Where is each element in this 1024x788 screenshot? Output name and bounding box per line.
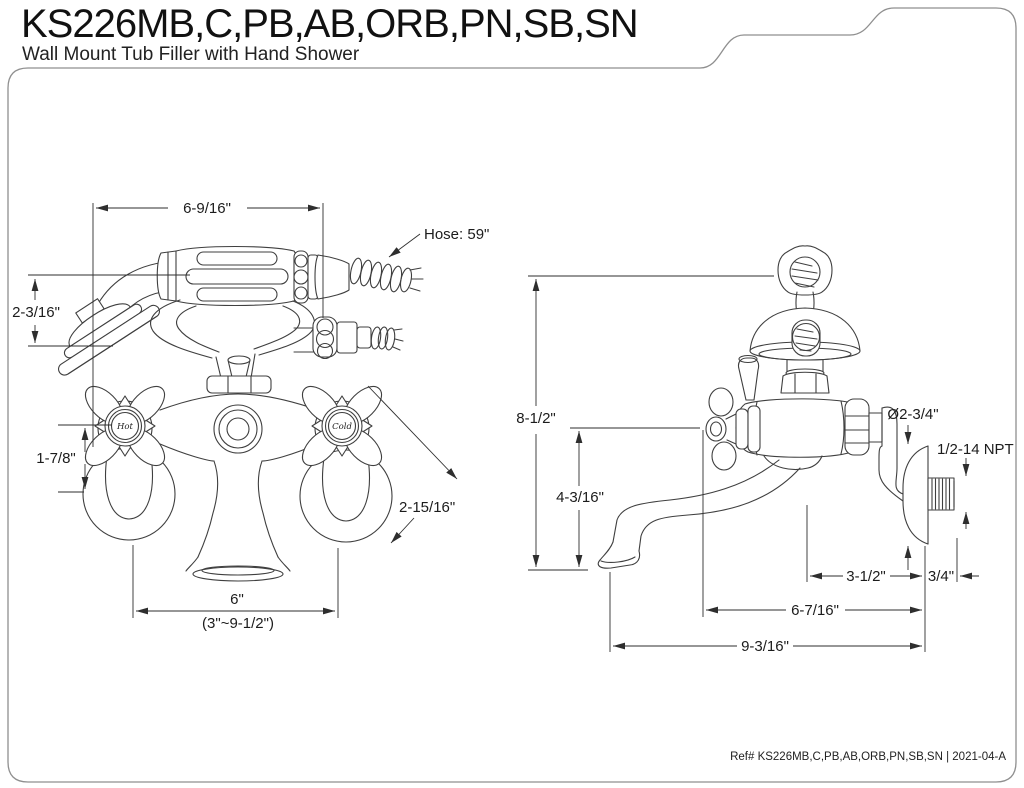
mount-nut — [780, 359, 830, 394]
cold-label: Cold — [332, 422, 352, 432]
dim-handle-centers-range: (3"~9-1/2") — [202, 615, 274, 632]
dim-grip-to-outlet: 6-9/16" — [183, 200, 231, 217]
dim-escutcheon-diameter: 2-15/16" — [399, 499, 455, 516]
diverter-knob-side — [737, 354, 760, 401]
cross-handle-side — [705, 387, 761, 471]
front-view-dimensions — [28, 203, 458, 618]
dim-wall-to-body: 3-1/2" — [846, 568, 886, 585]
tub-spout-side — [597, 459, 801, 569]
dim-wall-to-handle: 6-7/16" — [791, 602, 839, 619]
dim-thread-spec: 1/2-14 NPT — [937, 441, 1014, 458]
wall-mount-arm — [844, 398, 904, 502]
side-view — [597, 245, 955, 569]
front-view-dim-labels: 6-9/16" Hose: 59" 2-3/16" 1-7/8" 2-15/16… — [12, 200, 489, 632]
escutcheons-front — [82, 447, 393, 543]
dim-hose-length: Hose: 59" — [424, 226, 489, 243]
cold-handle: Cold — [301, 385, 383, 467]
reference-number: Ref# KS226MB,C,PB,AB,ORB,PN,SB,SN | 2021… — [730, 751, 1006, 763]
dim-center-to-spout: 4-3/16" — [556, 489, 604, 506]
diverter-knob-front — [206, 355, 272, 394]
page-title: KS226MB,C,PB,AB,ORB,PN,SB,SN — [21, 2, 639, 46]
side-view-dimensions — [528, 275, 979, 652]
sheet-border — [7, 7, 1017, 783]
tub-spout-front — [185, 460, 291, 582]
dim-handle-centers: 6" — [230, 591, 244, 608]
dim-head-offset: 2-3/16" — [12, 304, 60, 321]
hose-outlet — [293, 316, 404, 360]
hand-shower-head — [57, 298, 160, 376]
dim-nipple-length: 3/4" — [928, 568, 954, 585]
front-view: Hot Cold — [57, 245, 424, 582]
shower-hook — [791, 319, 821, 357]
dim-wall-to-spout: 9-3/16" — [741, 638, 789, 655]
hose-connector-top — [314, 254, 424, 300]
side-view-dim-labels: 8-1/2" 4-3/16" Ø2-3/4" 1/2-14 NPT 3-1/2"… — [513, 406, 1014, 655]
dim-overall-height: 8-1/2" — [516, 410, 556, 427]
hand-shower-grip — [156, 245, 319, 307]
dim-flange-diameter: Ø2-3/4" — [887, 406, 938, 423]
wall-flange — [902, 445, 955, 545]
hot-handle: Hot — [84, 385, 166, 467]
page-subtitle: Wall Mount Tub Filler with Hand Shower — [22, 44, 360, 65]
hot-label: Hot — [116, 422, 134, 432]
dim-handle-offset: 1-7/8" — [36, 450, 76, 467]
shower-hook-bracket — [777, 245, 833, 323]
